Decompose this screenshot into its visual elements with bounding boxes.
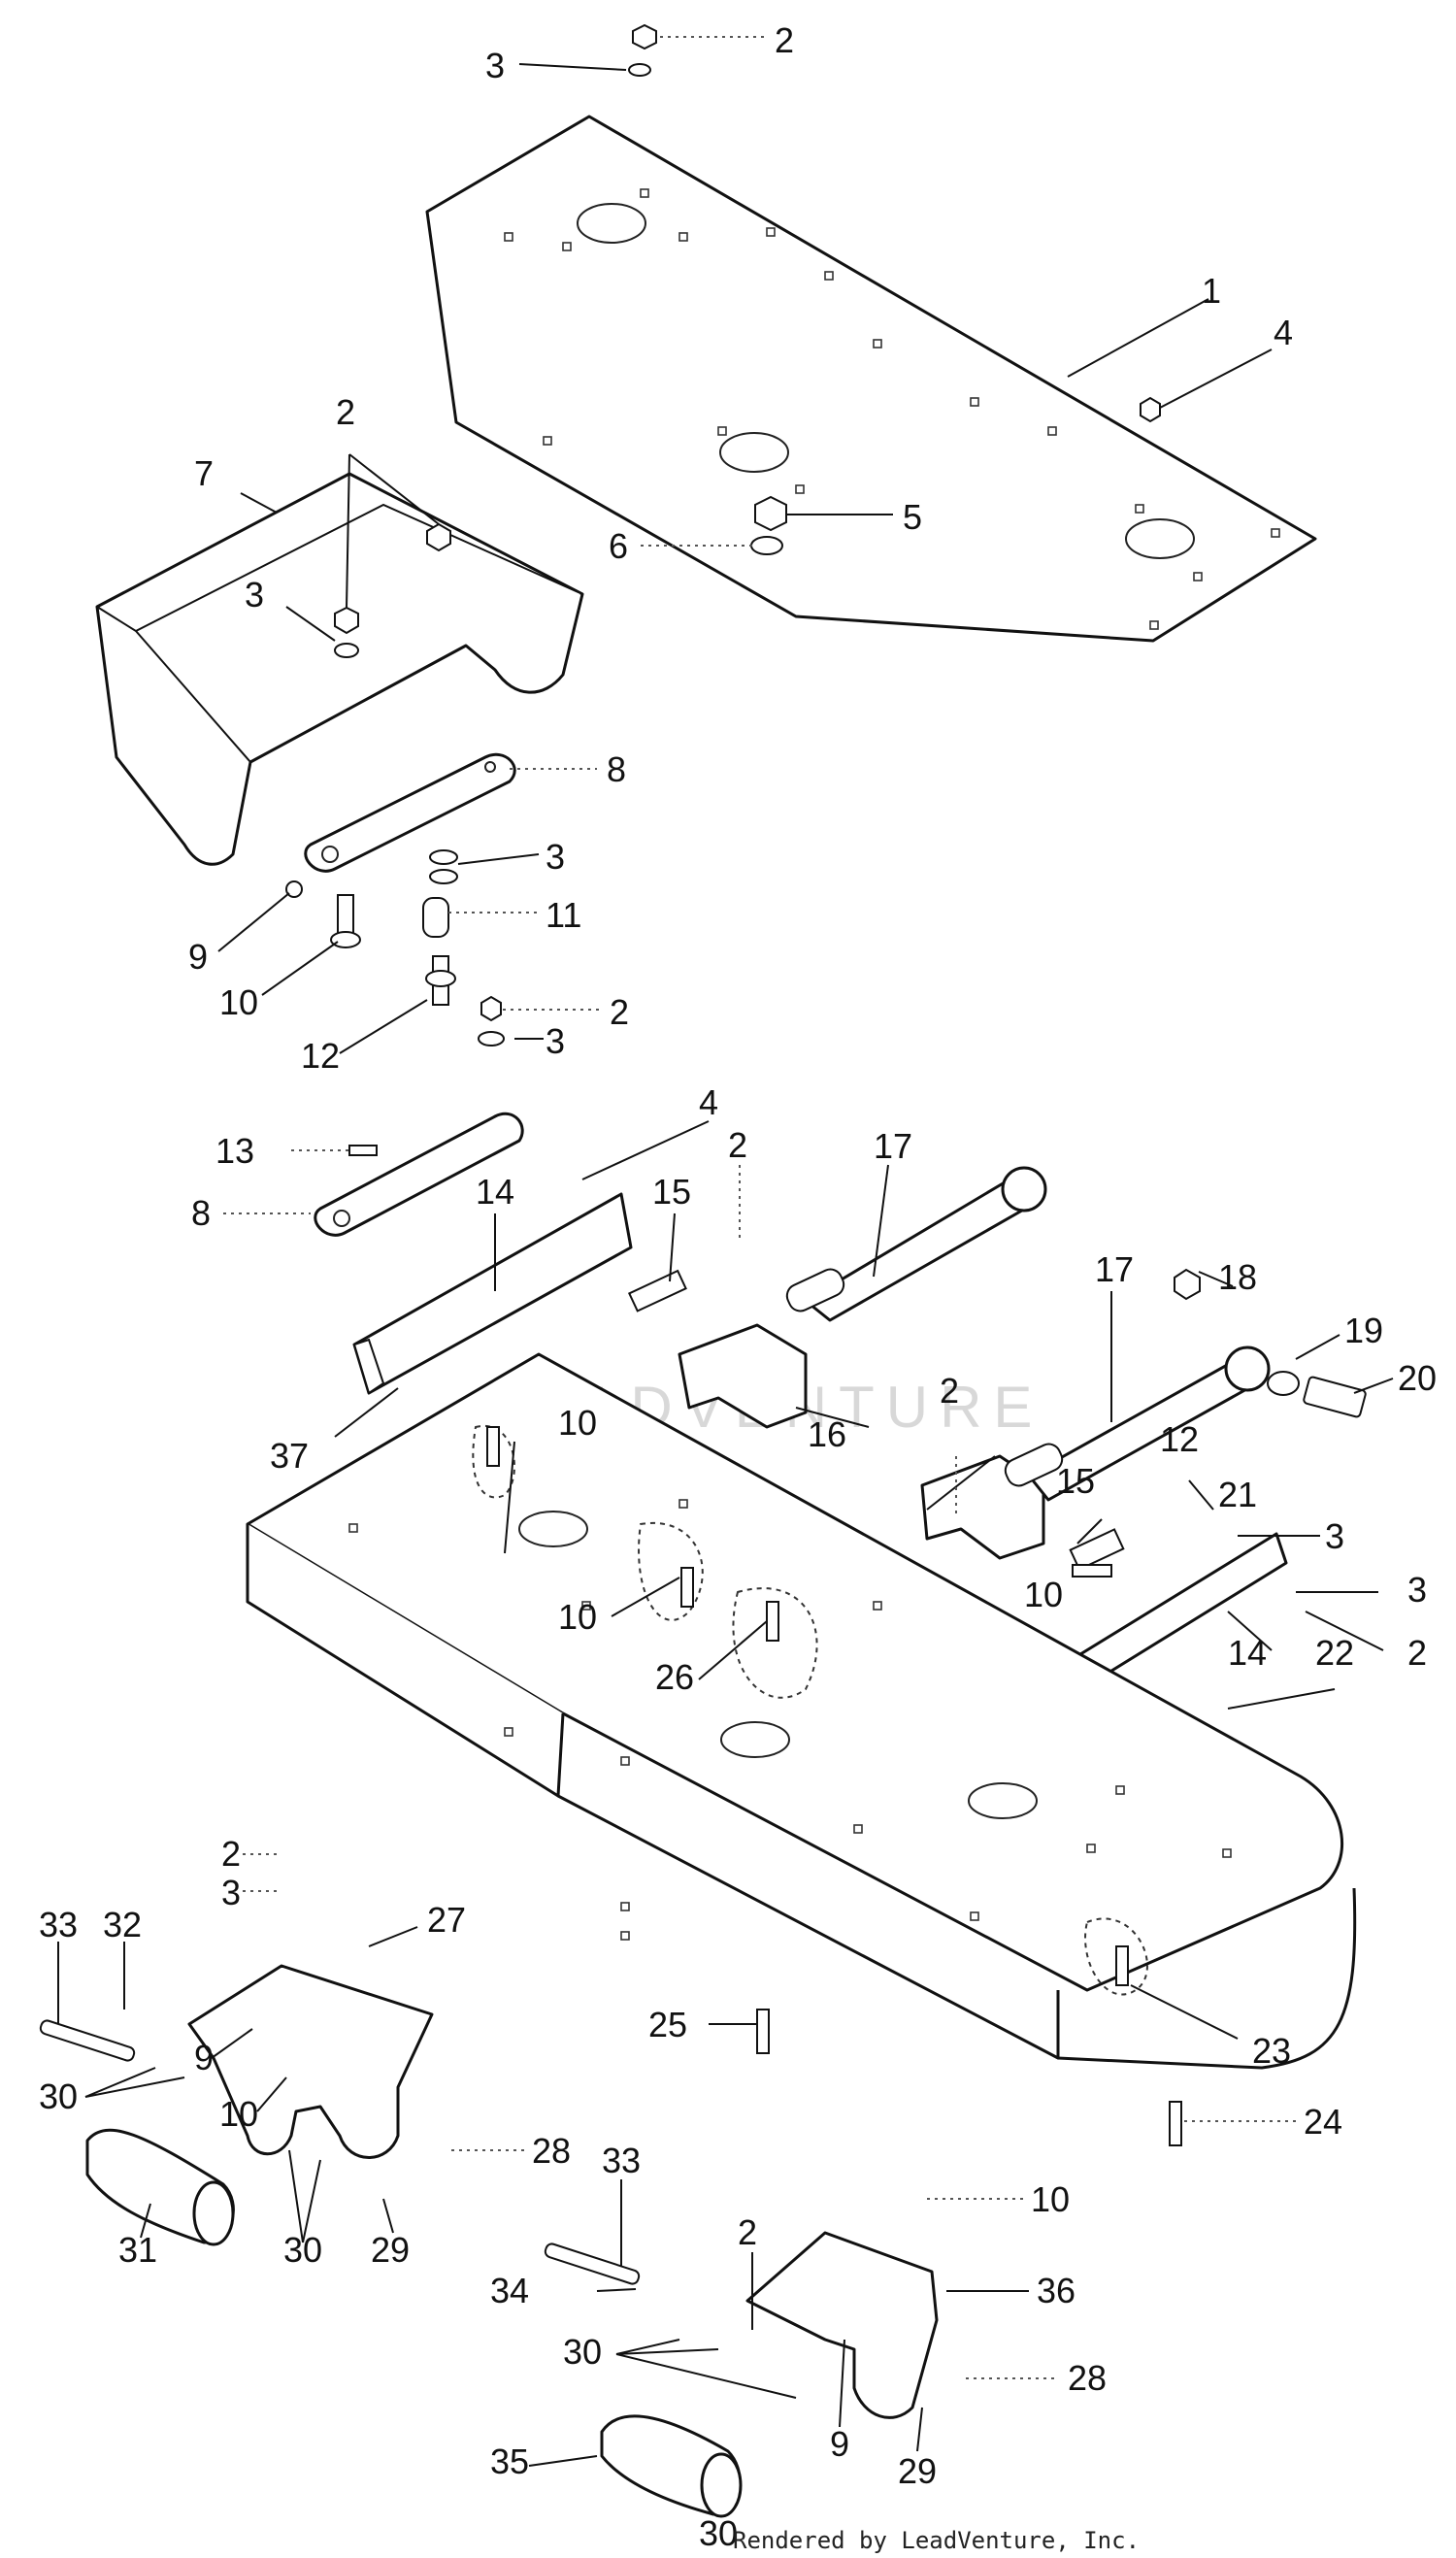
- callout-2: 2: [940, 1371, 959, 1411]
- callout-28: 28: [532, 2131, 571, 2171]
- callout-29: 29: [898, 2451, 937, 2491]
- idler-arm-lower: [314, 1112, 524, 1237]
- callout-15: 15: [652, 1172, 691, 1212]
- callout-2: 2: [1407, 1633, 1427, 1673]
- callout-5: 5: [903, 497, 922, 537]
- callout-12: 12: [301, 1036, 340, 1076]
- idler-arm: [304, 752, 516, 873]
- callout-13: 13: [215, 1131, 254, 1171]
- callout-12: 12: [1160, 1419, 1199, 1459]
- callout-4: 4: [1274, 313, 1293, 352]
- render-credit: Rendered by LeadVenture, Inc.: [733, 2527, 1140, 2554]
- callout-2: 2: [336, 392, 355, 432]
- callout-11: 11: [546, 895, 581, 935]
- roller-bracket-left: [39, 1964, 434, 2246]
- callout-25: 25: [648, 2005, 687, 2044]
- callout-9: 9: [188, 937, 208, 977]
- callout-3: 3: [1407, 1570, 1427, 1610]
- callout-1: 1: [1202, 271, 1221, 311]
- callout-8: 8: [191, 1193, 211, 1233]
- callout-23: 23: [1252, 2031, 1291, 2071]
- tie-rod: [785, 1166, 1367, 1502]
- callout-16: 16: [808, 1414, 846, 1454]
- callout-9: 9: [830, 2424, 849, 2464]
- bolts: [486, 1426, 1182, 2146]
- callout-14: 14: [476, 1172, 514, 1212]
- callout-30: 30: [283, 2230, 322, 2270]
- callout-7: 7: [194, 453, 214, 493]
- callout-17: 17: [874, 1126, 912, 1166]
- callout-3: 3: [546, 1021, 565, 1061]
- callout-32: 32: [103, 1905, 142, 1944]
- callout-14: 14: [1228, 1633, 1267, 1673]
- top-plate: [425, 115, 1317, 643]
- callout-3: 3: [546, 837, 565, 877]
- belt-shroud: [95, 472, 584, 866]
- callout-30: 30: [699, 2513, 738, 2553]
- callout-3: 3: [485, 46, 505, 85]
- callout-29: 29: [371, 2230, 410, 2270]
- callout-8: 8: [607, 749, 626, 789]
- callouts: 2 3 1 4 5 6 7 2 3 8 3 11 9 10 12 2 3 13 …: [39, 20, 1437, 2553]
- roller-bracket-right: [544, 2231, 939, 2518]
- callout-3: 3: [245, 575, 264, 615]
- hex-nut: [628, 23, 1161, 555]
- callout-3: 3: [221, 1873, 241, 1912]
- mower-deck: [246, 1352, 1357, 2070]
- callout-10: 10: [558, 1403, 597, 1443]
- leader-lines: [57, 36, 1394, 2467]
- callout-28: 28: [1068, 2358, 1107, 2398]
- callout-37: 37: [270, 1436, 309, 1476]
- callout-2: 2: [728, 1125, 747, 1165]
- callout-9: 9: [194, 2038, 214, 2077]
- hardware-group: [285, 849, 505, 1046]
- callout-2: 2: [738, 2212, 757, 2252]
- callout-33: 33: [602, 2141, 641, 2180]
- callout-24: 24: [1304, 2102, 1342, 2142]
- callout-2: 2: [775, 20, 794, 60]
- callout-10: 10: [558, 1597, 597, 1637]
- callout-22: 22: [1315, 1633, 1354, 1673]
- callout-19: 19: [1344, 1311, 1383, 1350]
- callout-31: 31: [118, 2230, 157, 2270]
- callout-10: 10: [1024, 1575, 1063, 1614]
- callout-27: 27: [427, 1900, 466, 1940]
- callout-36: 36: [1037, 2271, 1075, 2310]
- callout-4: 4: [699, 1082, 718, 1122]
- callout-20: 20: [1398, 1358, 1437, 1398]
- callout-6: 6: [609, 526, 628, 566]
- callout-3: 3: [1325, 1516, 1344, 1556]
- callout-30: 30: [39, 2076, 78, 2116]
- callout-2: 2: [221, 1834, 241, 1874]
- callout-33: 33: [39, 1905, 78, 1944]
- callout-21: 21: [1218, 1475, 1257, 1514]
- callout-10: 10: [219, 2094, 258, 2134]
- pivot-bracket: [627, 1269, 1125, 1571]
- callout-10: 10: [1031, 2179, 1070, 2219]
- callout-35: 35: [490, 2442, 529, 2481]
- callout-18: 18: [1218, 1257, 1257, 1297]
- callout-34: 34: [490, 2271, 529, 2310]
- callout-30: 30: [563, 2332, 602, 2372]
- callout-2: 2: [610, 992, 629, 1032]
- callout-26: 26: [655, 1657, 694, 1697]
- callout-15: 15: [1056, 1461, 1095, 1501]
- callout-17: 17: [1095, 1249, 1134, 1289]
- callout-10: 10: [219, 982, 258, 1022]
